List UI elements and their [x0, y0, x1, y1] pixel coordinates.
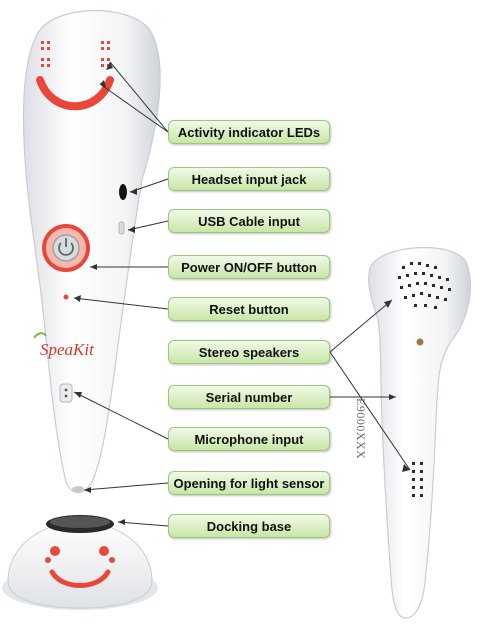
light-sensor-icon	[72, 486, 84, 492]
power-button-icon	[52, 234, 80, 262]
pen-back-body	[368, 247, 472, 619]
leader-lines	[73, 61, 411, 527]
led-left-icon	[41, 41, 50, 67]
label-microphone-input: Microphone input	[168, 427, 330, 451]
speaker-top-icon	[398, 262, 451, 309]
screw-icon	[416, 338, 424, 346]
label-power-button: Power ON/OFF button	[168, 255, 330, 279]
docking-base-artwork	[2, 515, 158, 610]
label-activity-indicator-leds: Activity indicator LEDs	[168, 120, 330, 144]
logo-swoosh-icon	[33, 332, 47, 339]
usb-port-icon	[118, 221, 125, 235]
label-stereo-speakers: Stereo speakers	[168, 340, 330, 364]
microphone-icon	[59, 383, 73, 403]
label-headset-input-jack: Headset input jack	[168, 167, 330, 191]
label-usb-cable-input: USB Cable input	[168, 209, 330, 233]
speakit-logo: SpeaKit	[40, 340, 94, 359]
speaker-bottom-icon	[412, 462, 423, 497]
label-light-sensor-opening: Opening for light sensor	[168, 471, 330, 495]
label-reset-button: Reset button	[168, 297, 330, 321]
label-serial-number: Serial number	[168, 385, 330, 409]
led-smile-icon	[36, 76, 114, 111]
pen-front-body	[22, 9, 161, 494]
serial-number-text: E9000XXX	[354, 398, 368, 460]
label-docking-base: Docking base	[168, 514, 330, 538]
headset-jack-icon	[119, 184, 127, 200]
reset-button-icon	[63, 294, 69, 300]
